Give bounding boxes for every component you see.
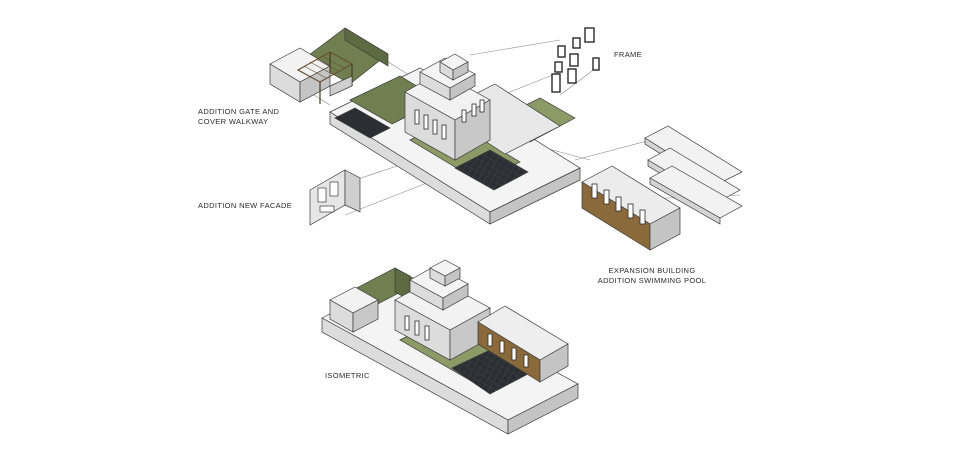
gate-label-line2: COVER WALKWAY [198,117,269,126]
gate-walkway-model [269,27,389,104]
expansion-label-line1: EXPANSION BUILDING [608,266,695,275]
facade-label: ADDITION NEW FACADE [198,201,292,210]
expansion-label-line2: ADDITION SWIMMING POOL [598,276,707,285]
isometric-label: ISOMETRIC [325,371,370,380]
main-site-model [329,53,581,225]
gate-label-line1: ADDITION GATE AND [198,107,279,116]
new-facade-model [309,169,361,226]
frame-windows [551,27,600,93]
frame-label: FRAME [614,50,642,59]
expansion-building-model [581,125,743,251]
isometric-model [321,259,579,435]
